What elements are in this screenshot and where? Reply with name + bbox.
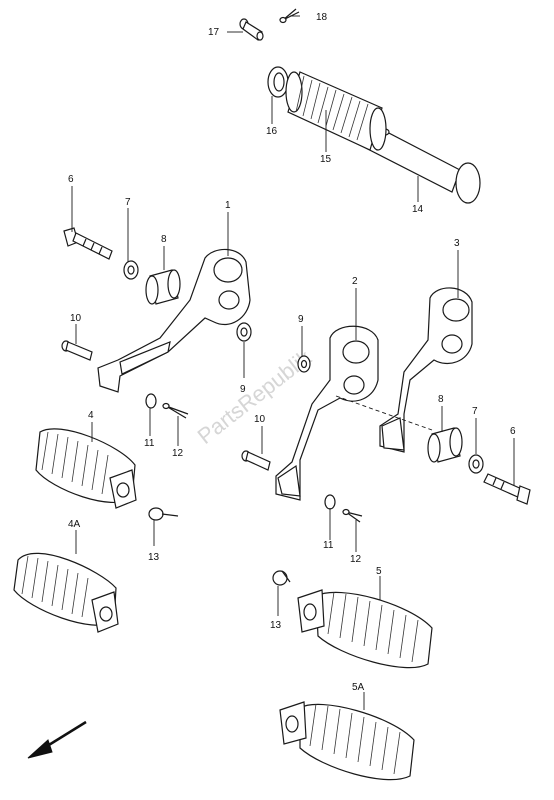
rubber-grip-15[interactable]	[285, 71, 387, 151]
bolt-17[interactable]	[239, 18, 264, 41]
washer-9-right[interactable]	[297, 355, 311, 373]
footpeg-5a[interactable]	[279, 701, 415, 781]
callout-12-right: 12	[350, 554, 362, 565]
footpeg-5a-ribs	[309, 703, 401, 775]
callout-7-left: 7	[125, 197, 131, 208]
callout-2: 2	[352, 276, 358, 287]
footpeg-4a[interactable]	[13, 552, 119, 633]
callout-5: 5	[376, 566, 382, 577]
pin-10-left[interactable]	[61, 340, 93, 361]
washer-11-left[interactable]	[145, 393, 157, 409]
footpeg-4a-ribs	[21, 555, 89, 618]
callout-14: 14	[412, 204, 424, 215]
bolt-6-right[interactable]	[483, 473, 531, 505]
spring-13-right[interactable]	[272, 570, 291, 586]
footpeg-5-ribs	[327, 591, 419, 663]
bracket-3[interactable]	[379, 287, 473, 453]
callout-6-left: 6	[68, 174, 74, 185]
callout-3: 3	[454, 238, 460, 249]
washer-7-left[interactable]	[123, 260, 139, 280]
washer-7-right[interactable]	[468, 454, 484, 474]
washer-9-left[interactable]	[236, 322, 252, 342]
cotter-pin-12-right[interactable]	[342, 508, 363, 523]
grip-15-ribs	[295, 75, 369, 141]
callout-10-right: 10	[254, 414, 266, 425]
callout-5a: 5A	[352, 682, 365, 693]
footpeg-4-ribs	[41, 431, 109, 495]
callout-4: 4	[88, 410, 94, 421]
bracket-1[interactable]	[97, 248, 251, 393]
callout-18: 18	[316, 12, 328, 23]
callout-13-right: 13	[270, 620, 282, 631]
callout-11-right: 11	[323, 540, 334, 551]
callout-15: 15	[320, 154, 332, 165]
front-direction-arrow-icon	[27, 720, 87, 759]
leader-lines	[71, 15, 515, 710]
footpeg-4[interactable]	[35, 428, 137, 509]
bolt-6-left[interactable]	[63, 227, 113, 260]
callout-1: 1	[225, 200, 231, 211]
callout-12-left: 12	[172, 448, 184, 459]
callout-7-right: 7	[472, 406, 478, 417]
callout-17: 17	[208, 27, 220, 38]
callout-8-right: 8	[438, 394, 444, 405]
callout-9-right: 9	[298, 314, 304, 325]
callout-10-left: 10	[70, 313, 82, 324]
footpeg-5[interactable]	[297, 589, 433, 669]
callout-13-left: 13	[148, 552, 160, 563]
callout-6-right: 6	[510, 426, 516, 437]
callout-16: 16	[266, 126, 278, 137]
callout-labels: 17 18 16 15 14 6 7 8 1 10 9 11 12 4 4A 1…	[68, 12, 516, 693]
callout-4a: 4A	[68, 519, 81, 530]
collar-8-left[interactable]	[145, 269, 181, 305]
washer-11-right[interactable]	[324, 494, 336, 510]
washer-16[interactable]	[267, 66, 289, 98]
assembly-line	[335, 395, 433, 431]
callout-8-left: 8	[161, 234, 167, 245]
callout-11-left: 11	[144, 438, 155, 449]
spring-13-left[interactable]	[148, 507, 179, 521]
callout-9-left: 9	[240, 384, 246, 395]
cotter-pin-12-left[interactable]	[162, 402, 189, 419]
bracket-2[interactable]	[275, 325, 379, 501]
collar-8-right[interactable]	[427, 427, 463, 463]
pin-10-right[interactable]	[241, 450, 271, 471]
